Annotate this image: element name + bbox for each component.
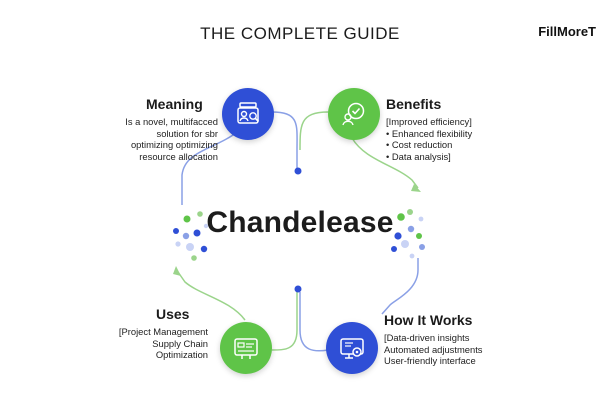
connector-meaning-center: [271, 111, 298, 168]
meaning-line: solution for sbr: [156, 127, 219, 139]
how-it-works-line: Automated adjustments: [384, 343, 483, 355]
benefits-description: [Improved efficiency] • Enhanced flexibi…: [386, 116, 516, 162]
uses-circle: [220, 322, 272, 374]
connector-benefits-center: [299, 111, 329, 151]
benefits-line: [Improved efficiency]: [386, 116, 472, 127]
meaning-circle: [222, 88, 274, 140]
center-bottom-dot: [294, 285, 302, 293]
meaning-line: resource allocation: [139, 150, 218, 162]
benefits-line: • Data analysis]: [386, 150, 451, 162]
connector-benefits-right: [351, 137, 419, 189]
monitor-gear-icon: [340, 338, 364, 359]
how-it-works-line: [Data-driven insights: [384, 332, 470, 343]
benefits-line: • Cost reduction: [386, 139, 453, 150]
meaning-description: Is a novel, multifacced solution for sbr…: [96, 116, 218, 162]
benefits-heading: Benefits: [386, 96, 442, 112]
arrow-benefits-right: [411, 184, 421, 192]
uses-line: [Project Management: [118, 326, 208, 337]
arrow-uses-left: [173, 266, 181, 276]
meaning-line: optimizing optimizing: [130, 139, 218, 150]
center-top-dot: [294, 167, 302, 175]
people-board-icon: [237, 102, 260, 124]
connector-bottom-how: [299, 292, 329, 352]
how-it-works-line: User-friendly interface: [384, 355, 476, 366]
page-title: THE COMPLETE GUIDE: [200, 24, 400, 43]
uses-description: [Project Management Supply Chain Optimiz…: [90, 326, 208, 361]
brand-logo-text: FillMoreT: [538, 24, 596, 39]
dashboard-icon: [234, 338, 258, 359]
how-it-works-description: [Data-driven insights Automated adjustme…: [384, 332, 514, 367]
uses-line: Optimization: [155, 349, 208, 360]
benefits-line: • Enhanced flexibility: [386, 127, 473, 139]
meaning-line: Is a novel, multifacced: [125, 116, 218, 127]
center-label: Chandelease: [206, 206, 394, 239]
uses-line: Supply Chain: [152, 337, 208, 349]
meaning-heading: Meaning: [146, 96, 203, 112]
uses-heading: Uses: [156, 306, 190, 322]
user-check-icon: [342, 102, 365, 126]
how-it-works-circle: [326, 322, 378, 374]
benefits-circle: [328, 88, 380, 140]
left-dot-cluster: [173, 211, 209, 261]
how-it-works-heading: How It Works: [384, 312, 473, 328]
connector-meaning-left: [181, 129, 241, 205]
right-dot-cluster: [391, 209, 425, 259]
connector-uses-left: [177, 271, 246, 321]
connector-right-how: [381, 258, 419, 315]
connector-bottom-uses: [271, 292, 298, 351]
